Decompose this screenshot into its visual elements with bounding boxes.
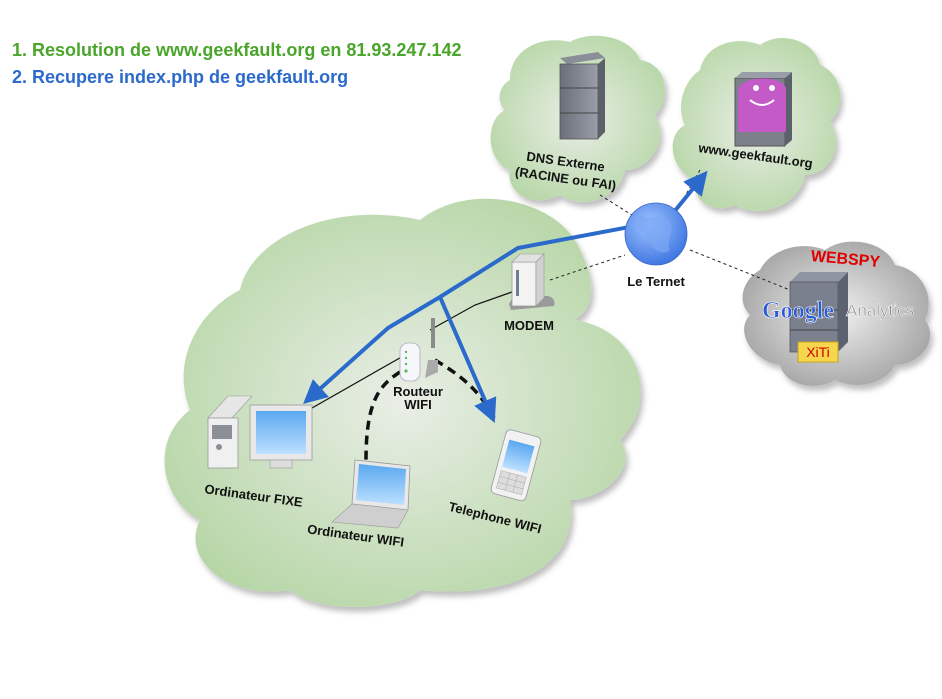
dns-server-icon [559, 52, 605, 140]
link-dns-internet [599, 194, 641, 221]
wifi-link-laptop [364, 370, 401, 461]
legend-step-1: 1. Resolution de www.geekfault.org en 81… [12, 40, 462, 60]
monster-server-icon [734, 72, 792, 147]
legend-step-2: 2. Recupere index.php de geekfault.org [12, 67, 349, 87]
mobile-phone-icon [490, 429, 542, 502]
google-text: Google [762, 298, 834, 324]
google-analytics-logo: Google Analytics [762, 298, 915, 325]
analytics-text: Analytics [846, 301, 914, 320]
laptop-icon [331, 459, 411, 529]
xiti-logo: XiTi [797, 341, 839, 363]
router-label-line2: WIFI [404, 397, 431, 412]
cable-modem-router [429, 291, 513, 331]
route-to-phone [438, 296, 497, 424]
globe-icon [624, 202, 688, 266]
internet-label: Le Ternet [627, 274, 685, 289]
router-label-line1: Routeur [393, 384, 443, 399]
xiti-text: XiTi [806, 344, 830, 360]
desktop-computer-icon [207, 395, 313, 469]
route-to-desktop [303, 295, 442, 405]
webspy-server-icon [789, 272, 848, 353]
link-modem-internet [549, 254, 626, 281]
modem-icon [509, 253, 555, 310]
modem-label: MODEM [504, 318, 554, 333]
wifi-router-icon [399, 318, 438, 382]
webspy-title: WEBSPY [810, 248, 881, 271]
